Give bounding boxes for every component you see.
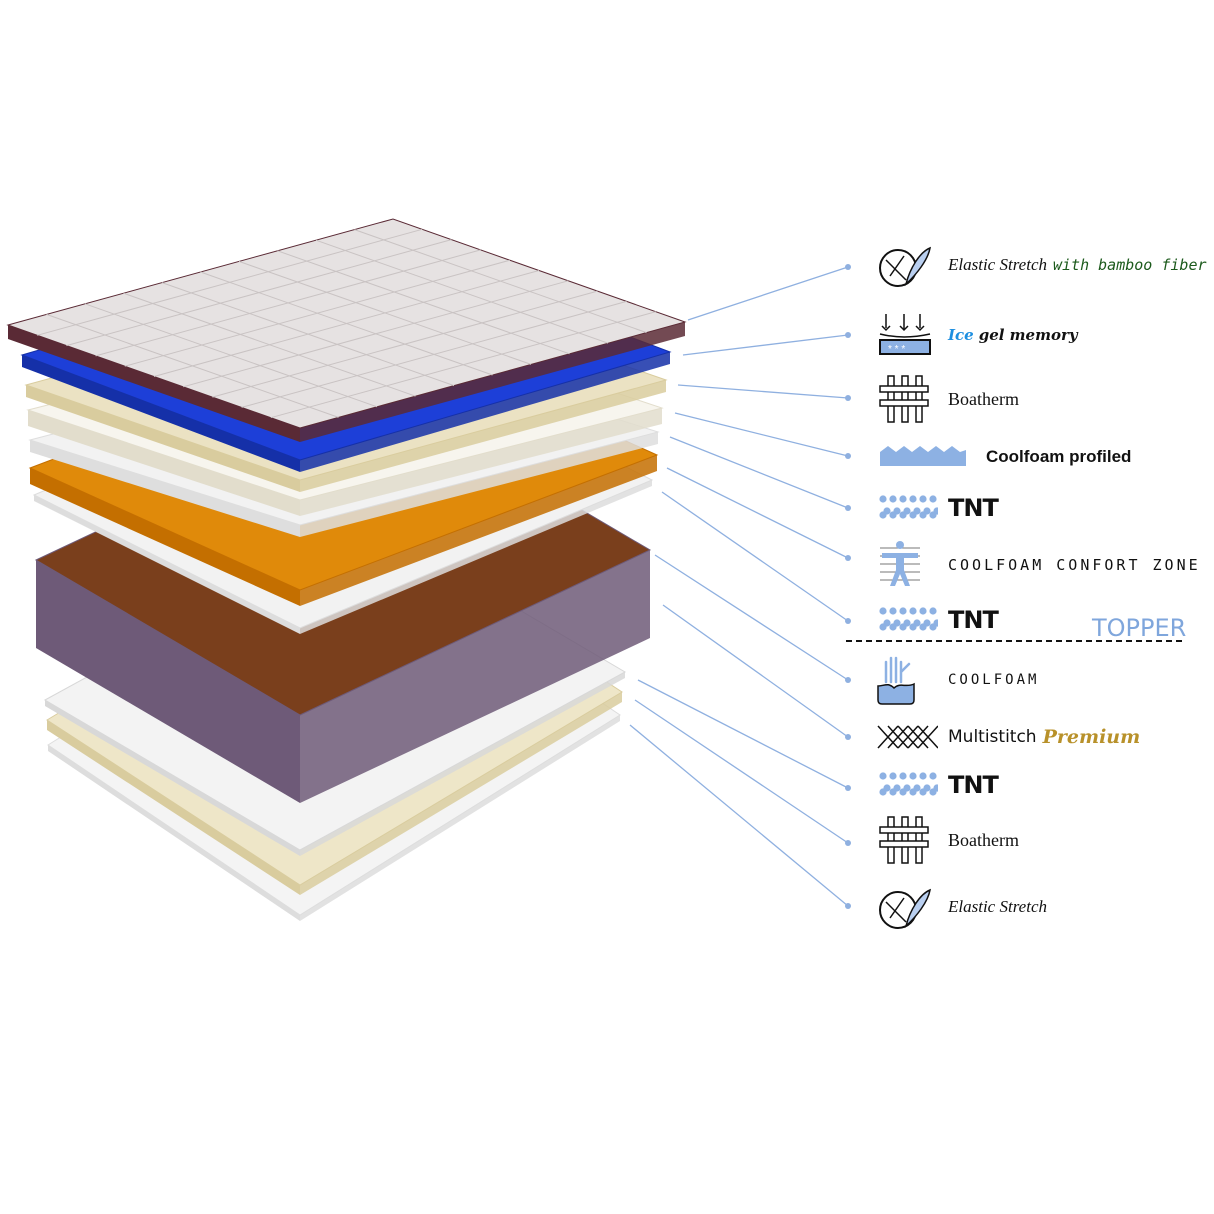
leader-dot [845,505,851,511]
leader-line [687,266,849,321]
layer-label-extra: gel memory [978,326,1078,344]
leader-line [677,384,849,399]
leader-line [661,491,849,622]
layer-quilted-top [6,218,687,442]
layer-label: Multistitch [948,727,1037,747]
label-row-coolfoam: COOLFOAM [876,652,1039,708]
label-row-boatherm: Boatherm [876,815,1019,865]
svg-text:* * *: * * * [888,344,905,355]
leader-dot [845,734,851,740]
leader-dot [845,903,851,909]
layer-label-extra: Premium [1042,726,1141,748]
label-row-tnt: TNT [876,483,999,533]
layer-label: Elastic Stretch [948,255,1047,274]
leader-line [669,436,849,509]
layer-label: Coolfoam profiled [986,447,1132,466]
label-row-elastic-bamboo: Elastic Stretch with bamboo fiber [876,240,1207,290]
layer-label: Boatherm [948,829,1019,850]
leader-line [674,412,849,457]
leader-dot [845,332,851,338]
leader-dot [845,785,851,791]
leader-line [662,604,849,738]
leader-line [629,724,849,907]
layer-label: Ice [948,326,974,344]
leader-line [666,467,849,559]
label-row-tnt: TNT [876,595,999,645]
dots-icon [879,495,938,519]
hand-foam-icon [877,656,915,705]
feather-icon [879,888,931,929]
label-row-ice-gel: * * * Ice gel memory [876,310,1078,360]
label-row-elastic: Elastic Stretch [876,882,1047,932]
weave-icon [879,375,929,423]
layer-label: COOLFOAM CONFORT ZONE [948,556,1201,574]
layer-label: TNT [948,606,999,634]
leader-dot [845,618,851,624]
feather-icon [879,246,931,287]
wave-foam-icon [880,446,966,466]
layer-label: Boatherm [948,388,1019,409]
layer-label: COOLFOAM [948,672,1040,688]
leader-line [634,699,849,844]
ice-gel-icon: * * * [879,314,931,355]
crosshatch-icon [877,725,938,749]
layer-label-extra: with bamboo fiber [1053,256,1207,274]
label-row-boatherm: Boatherm [876,374,1019,424]
layer-label: TNT [948,771,999,799]
label-row-multistitch: Multistitch Premium [876,712,1140,762]
label-row-coolfoam-profiled: Coolfoam profiled [876,432,1131,482]
leader-dot [845,555,851,561]
weave-icon [879,816,929,864]
leader-line [637,679,849,789]
topper-label: TOPPER [1092,614,1187,642]
layer-label: Elastic Stretch [948,897,1047,916]
label-row-coolfoam-zone: COOLFOAM CONFORT ZONE [876,540,1201,590]
leader-dot [845,453,851,459]
dots-icon [879,607,938,631]
dots-icon [879,772,938,796]
leader-dot [845,395,851,401]
body-zone-icon [880,541,920,586]
leader-line [682,334,849,356]
leader-dot [845,677,851,683]
leader-dot [845,264,851,270]
topper-divider [846,640,1182,642]
layer-label: TNT [948,494,999,522]
leader-dot [845,840,851,846]
label-row-tnt: TNT [876,760,999,810]
leader-line [654,554,849,681]
